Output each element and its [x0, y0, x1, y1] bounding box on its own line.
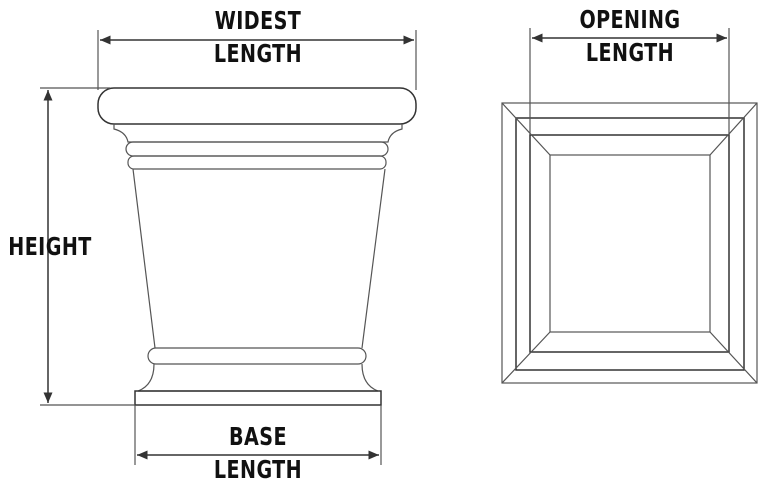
- widest-length-label: WIDEST LENGTH: [190, 4, 326, 70]
- height-label: HEIGHT: [8, 232, 92, 261]
- opening-length-label: OPENING LENGTH: [562, 3, 698, 69]
- planter-top-view: [501, 102, 758, 384]
- dimension-lines: [40, 28, 730, 465]
- planter-side-view: [97, 87, 417, 406]
- base-length-label: BASE LENGTH: [190, 420, 326, 486]
- label-line: LENGTH: [585, 38, 675, 67]
- label-line: BASE: [229, 422, 287, 451]
- label-line: LENGTH: [213, 455, 303, 484]
- label-line: LENGTH: [213, 39, 303, 68]
- label-line: WIDEST: [214, 6, 302, 35]
- label-line: OPENING: [579, 5, 681, 34]
